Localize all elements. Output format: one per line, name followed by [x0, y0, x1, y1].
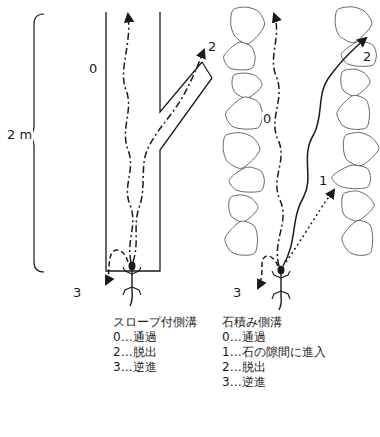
legend-item: 0…通過 [113, 331, 157, 345]
stone [335, 7, 372, 43]
route-escape [133, 50, 204, 262]
route-lines [258, 14, 366, 288]
stone [229, 195, 258, 222]
legend-heading: スロープ付側溝 [113, 316, 197, 330]
route-lines [106, 14, 204, 284]
gutter-wall [106, 12, 212, 271]
newt-figure [123, 263, 141, 307]
stone [231, 7, 265, 44]
stone-wall [223, 7, 379, 256]
gutter-wall [160, 12, 202, 112]
stone [224, 42, 256, 70]
stone [341, 69, 370, 96]
legend-item: 1…石の隙間に進入 [222, 346, 326, 360]
legend-item: 3…逆進 [222, 376, 266, 390]
route-back [258, 256, 278, 288]
stone [343, 132, 379, 165]
legend-item: 2…脱出 [113, 346, 157, 360]
stone [332, 165, 371, 189]
stone [342, 191, 375, 221]
stone [225, 97, 262, 129]
callout-number: 2 [362, 50, 372, 65]
route-back [106, 250, 128, 284]
legend-item: 2…脱出 [222, 361, 266, 375]
stone [232, 73, 262, 98]
newt-figure [272, 267, 290, 311]
stone [229, 167, 264, 192]
legend-item: 0…通過 [222, 331, 266, 345]
callout-number: 3 [232, 286, 242, 301]
route-enter-gap [286, 190, 334, 262]
legend-heading: 石積み側溝 [222, 316, 282, 330]
stone [225, 221, 258, 255]
callout-number: 0 [262, 112, 272, 127]
callout-number: 0 [88, 62, 98, 77]
legend-item: 3…逆進 [113, 361, 157, 375]
stone [223, 133, 260, 169]
dimension-bracket [28, 14, 44, 272]
slope-gutter [106, 12, 212, 271]
route-pass [273, 14, 283, 266]
callout-number: 1 [318, 174, 328, 189]
callout-number: 3 [72, 286, 82, 301]
dimension-label: 2 m [6, 128, 33, 143]
stone [337, 95, 370, 129]
route-pass [123, 14, 132, 262]
stone [342, 220, 373, 255]
callout-number: 2 [207, 40, 217, 55]
slope-end [202, 62, 212, 78]
route-escape [283, 38, 366, 266]
